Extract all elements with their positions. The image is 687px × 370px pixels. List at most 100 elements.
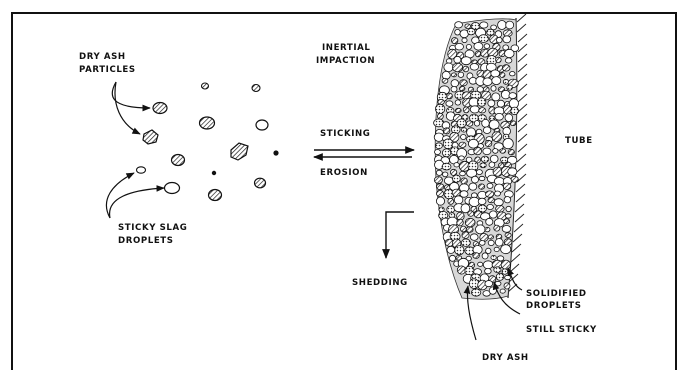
deposit-particle bbox=[471, 289, 480, 296]
deposit-particle bbox=[485, 140, 492, 146]
dry-ash-particle bbox=[200, 117, 215, 129]
deposit-particle bbox=[476, 225, 486, 234]
erosion-label: EROSION bbox=[320, 168, 368, 178]
sticking-label: STICKING bbox=[320, 129, 370, 139]
deposit-particle bbox=[466, 227, 473, 233]
deposit-particle bbox=[474, 121, 479, 127]
deposit-particle bbox=[455, 100, 461, 105]
deposit-particle bbox=[489, 211, 497, 218]
deposit-particle bbox=[481, 156, 489, 162]
deposit-particle bbox=[495, 239, 503, 247]
deposit-particle bbox=[506, 21, 514, 29]
deposit-particle bbox=[506, 206, 511, 211]
deposit-particle bbox=[446, 101, 453, 107]
deposit-particle bbox=[473, 253, 480, 259]
deposit-particle bbox=[502, 226, 511, 233]
deposit-particle bbox=[475, 51, 480, 57]
dry-ash-particle bbox=[153, 103, 167, 114]
deposit-particle bbox=[483, 70, 491, 79]
deposit-particle bbox=[470, 234, 478, 241]
deposit-particle bbox=[444, 63, 453, 72]
deposit-particle bbox=[504, 197, 511, 203]
deposit-particle bbox=[436, 170, 442, 175]
deposit-particle bbox=[488, 198, 495, 203]
deposit-particle bbox=[442, 163, 451, 170]
deposit-particle bbox=[474, 43, 483, 51]
deposit-particle bbox=[472, 176, 479, 183]
deposit-particle bbox=[446, 59, 452, 64]
deposit-particle bbox=[459, 156, 465, 160]
deposit-particle bbox=[458, 72, 464, 77]
deposit-particle bbox=[503, 36, 511, 43]
dry-ash-particle bbox=[273, 150, 278, 155]
sticky-slag-droplet bbox=[256, 120, 268, 130]
dry-ash-particle bbox=[172, 155, 185, 166]
deposit-particle bbox=[438, 99, 444, 104]
deposit-particle bbox=[457, 219, 464, 226]
deposit-particle bbox=[507, 85, 513, 90]
deposit-particle bbox=[435, 104, 444, 113]
deposit-particle bbox=[454, 163, 459, 167]
deposit-particle bbox=[505, 49, 515, 57]
deposit-particle bbox=[489, 287, 496, 294]
deposit-particle bbox=[509, 93, 517, 99]
inertial-impaction-label: IMPACTION bbox=[316, 56, 375, 66]
deposit-particle bbox=[489, 120, 499, 129]
deposit-particle bbox=[494, 225, 500, 231]
deposit-particle bbox=[455, 108, 461, 112]
dry-ash-particle bbox=[212, 171, 216, 175]
deposit-particle bbox=[469, 279, 478, 289]
deposit-particle bbox=[487, 183, 493, 188]
deposit-particle bbox=[501, 245, 511, 254]
deposit-particle bbox=[501, 260, 510, 269]
deposit-particle bbox=[435, 150, 441, 155]
deposit-particle bbox=[476, 170, 482, 175]
deposit-particle bbox=[465, 266, 474, 275]
inertial-impaction-label: INERTIAL bbox=[322, 43, 370, 53]
deposit-particle bbox=[505, 58, 512, 63]
deposit-particle bbox=[496, 273, 503, 280]
still-sticky-label: STILL STICKY bbox=[526, 325, 597, 335]
sticky-slag-droplet bbox=[165, 183, 180, 194]
deposit-particle bbox=[511, 107, 519, 115]
deposit-particle bbox=[443, 172, 448, 177]
deposit-particle bbox=[482, 119, 490, 127]
deposit-particle bbox=[435, 143, 442, 149]
deposit-particle bbox=[469, 183, 477, 190]
deposit-particle bbox=[479, 108, 486, 113]
deposit-particle bbox=[468, 139, 478, 148]
deposit-particle bbox=[448, 198, 454, 204]
deposit-particle bbox=[483, 148, 491, 155]
deposit-particle bbox=[486, 218, 493, 225]
deposit-particle bbox=[485, 227, 490, 231]
shedding-label: SHEDDING bbox=[352, 278, 408, 288]
deposit-particle bbox=[508, 168, 517, 176]
deposit-particle bbox=[447, 246, 455, 253]
deposit-particle bbox=[451, 86, 457, 92]
deposit-particle bbox=[451, 80, 459, 87]
deposit-particle bbox=[478, 262, 483, 266]
deposit-particle bbox=[487, 204, 494, 209]
deposit-particle bbox=[502, 65, 510, 71]
deposit-particle bbox=[447, 206, 455, 213]
dry-ash-particles-label: PARTICLES bbox=[79, 65, 136, 75]
deposit-particle bbox=[490, 155, 498, 163]
deposit-particle bbox=[489, 162, 495, 167]
deposit-particle bbox=[482, 253, 488, 259]
deposit-particle bbox=[479, 176, 485, 180]
deposit-particle bbox=[444, 128, 450, 134]
deposit-particle bbox=[454, 196, 463, 204]
deposit-particle bbox=[470, 106, 479, 113]
deposit-particle bbox=[491, 255, 496, 259]
solidified-droplets-label: SOLIDIFIED bbox=[526, 289, 587, 299]
deposit-particle bbox=[461, 226, 467, 232]
deposit-particle bbox=[483, 127, 491, 134]
deposit-particle bbox=[467, 28, 475, 35]
deposit-particle bbox=[461, 178, 468, 184]
deposit-particle bbox=[461, 239, 470, 246]
deposit-particle bbox=[455, 22, 463, 28]
deposit-particle bbox=[511, 176, 518, 182]
deposit-particle bbox=[463, 66, 469, 72]
deposit-particle bbox=[477, 98, 486, 106]
deposit-particle bbox=[495, 281, 501, 286]
